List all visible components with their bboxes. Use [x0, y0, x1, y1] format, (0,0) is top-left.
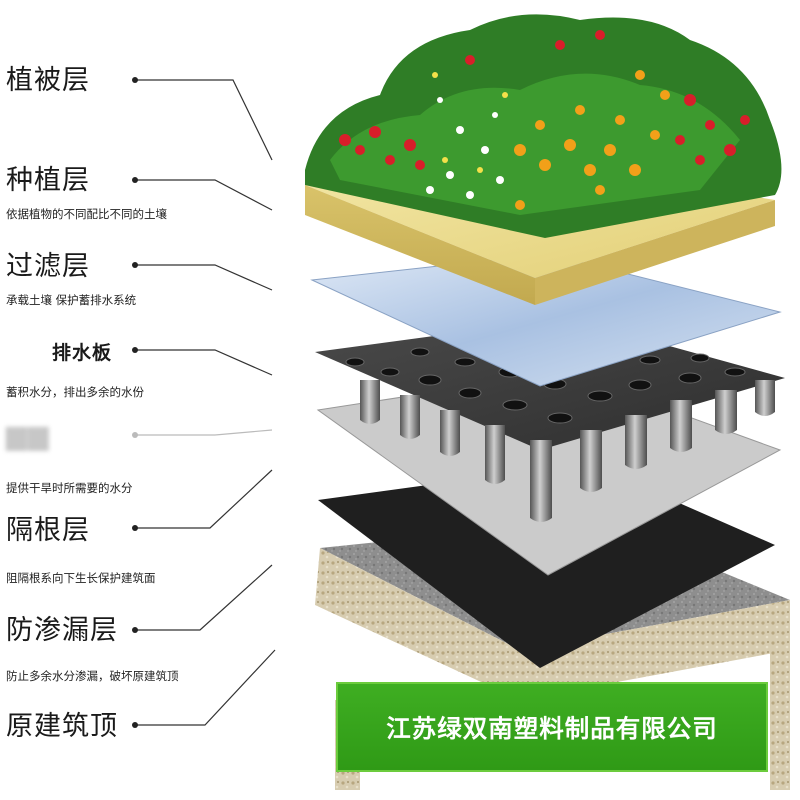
layer-title-original-roof: 原建筑顶 [6, 711, 118, 742]
layer-title-filter: 过滤层 [6, 251, 90, 282]
layer-title-root-barrier: 隔根层 [6, 515, 90, 546]
layer-desc-planting: 依据植物的不同配比不同的土壤 [6, 207, 167, 221]
vegetation-layer [305, 14, 782, 238]
company-banner: 江苏绿双南塑料制品有限公司 [336, 682, 768, 772]
layer-title-blurred: ▆▆ [6, 420, 50, 451]
layer-desc-water-storage: 提供干旱时所需要的水分 [6, 481, 133, 495]
layer-title-drainage-board: 排水板 [52, 342, 113, 364]
connector-dots [132, 77, 138, 728]
layer-desc-waterproof: 防止多余水分渗漏，破坏原建筑顶 [6, 669, 179, 683]
layer-title-waterproof: 防渗漏层 [6, 615, 118, 646]
layer-desc-filter: 承载土壤 保护蓄排水系统 [6, 293, 137, 307]
company-name: 江苏绿双南塑料制品有限公司 [386, 713, 718, 743]
layer-desc-drainage-board: 蓄积水分，排出多余的水份 [6, 385, 144, 399]
connector-lines [135, 79, 276, 726]
layer-desc-root-barrier: 阻隔根系向下生长保护建筑面 [6, 571, 156, 585]
layer-title-planting: 种植层 [6, 165, 90, 196]
layer-title-vegetation: 植被层 [6, 65, 90, 96]
drainage-board-layer [315, 318, 785, 522]
